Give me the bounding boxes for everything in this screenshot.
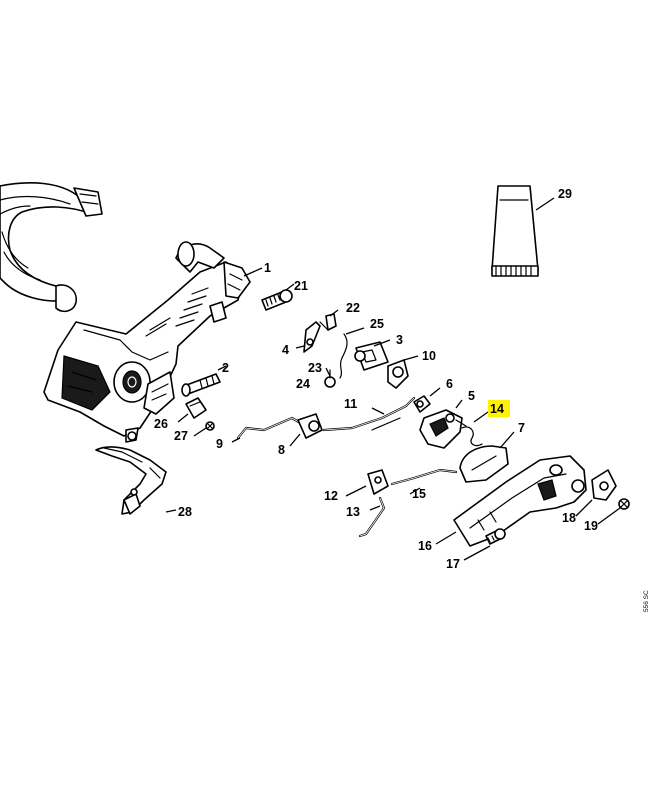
callout-19: 19 <box>584 519 598 533</box>
screw-part-27 <box>205 421 215 431</box>
callout-18: 18 <box>562 511 576 525</box>
nut-part-26 <box>185 397 207 419</box>
rear-handle-part-16 <box>453 455 587 547</box>
callout-2: 2 <box>222 361 229 375</box>
throttle-rod-part-9 <box>236 416 304 440</box>
callout-15: 15 <box>412 487 426 501</box>
bracket-part-4 <box>303 321 321 353</box>
lever-part-6 <box>413 395 431 413</box>
switch-part-3 <box>354 341 389 371</box>
callout-9: 9 <box>216 437 223 451</box>
callout-13: 13 <box>346 505 360 519</box>
spring-part-14 <box>461 426 483 447</box>
callout-4: 4 <box>282 343 289 357</box>
small-clip-part-22 <box>319 313 337 331</box>
guard-part-28 <box>95 446 167 515</box>
callout-27: 27 <box>174 429 188 443</box>
wire-part-15 <box>390 468 458 486</box>
lever-part-8 <box>297 413 323 439</box>
cover-part-29 <box>491 185 539 277</box>
callout-29: 29 <box>558 187 572 201</box>
lever-part-10 <box>387 359 409 389</box>
callout-3: 3 <box>396 333 403 347</box>
callout-1: 1 <box>264 261 271 275</box>
screw-part-21 <box>261 289 293 311</box>
drawing-code: 556 SC <box>643 590 650 612</box>
callout-5: 5 <box>468 389 475 403</box>
pin-part-24 <box>324 369 336 388</box>
part-12 <box>367 469 389 495</box>
bracket-part-18 <box>591 469 617 501</box>
callout-28: 28 <box>178 505 192 519</box>
callout-21: 21 <box>294 279 308 293</box>
callout-26: 26 <box>154 417 168 431</box>
trigger-lock-part-5 <box>419 409 467 449</box>
callout-11: 11 <box>344 397 357 411</box>
handlebar-part <box>0 182 103 313</box>
callout-labels: 1 21 22 25 3 4 10 23 24 6 5 11 2 14 7 9 … <box>154 187 598 571</box>
callout-16: 16 <box>418 539 432 553</box>
callout-14: 14 <box>490 402 504 416</box>
callout-10: 10 <box>422 349 436 363</box>
cover-part-7 <box>459 445 509 483</box>
leader-lines <box>165 197 621 561</box>
spring-part-25 <box>339 333 348 379</box>
callout-17: 17 <box>446 557 460 571</box>
screw-part-19 <box>618 498 630 510</box>
screw-part-17 <box>485 528 506 545</box>
callout-25: 25 <box>370 317 384 331</box>
callout-23: 23 <box>308 361 322 375</box>
rod-part-13 <box>358 496 386 538</box>
callout-24: 24 <box>296 377 310 391</box>
callout-7: 7 <box>518 421 525 435</box>
handle-housing-part <box>43 241 251 443</box>
callout-22: 22 <box>346 301 360 315</box>
callout-8: 8 <box>278 443 285 457</box>
rod-part-11 <box>322 396 416 432</box>
bolt-part-2 <box>181 373 221 397</box>
callout-12: 12 <box>324 489 338 503</box>
highlight-box <box>488 400 510 417</box>
callout-6: 6 <box>446 377 453 391</box>
